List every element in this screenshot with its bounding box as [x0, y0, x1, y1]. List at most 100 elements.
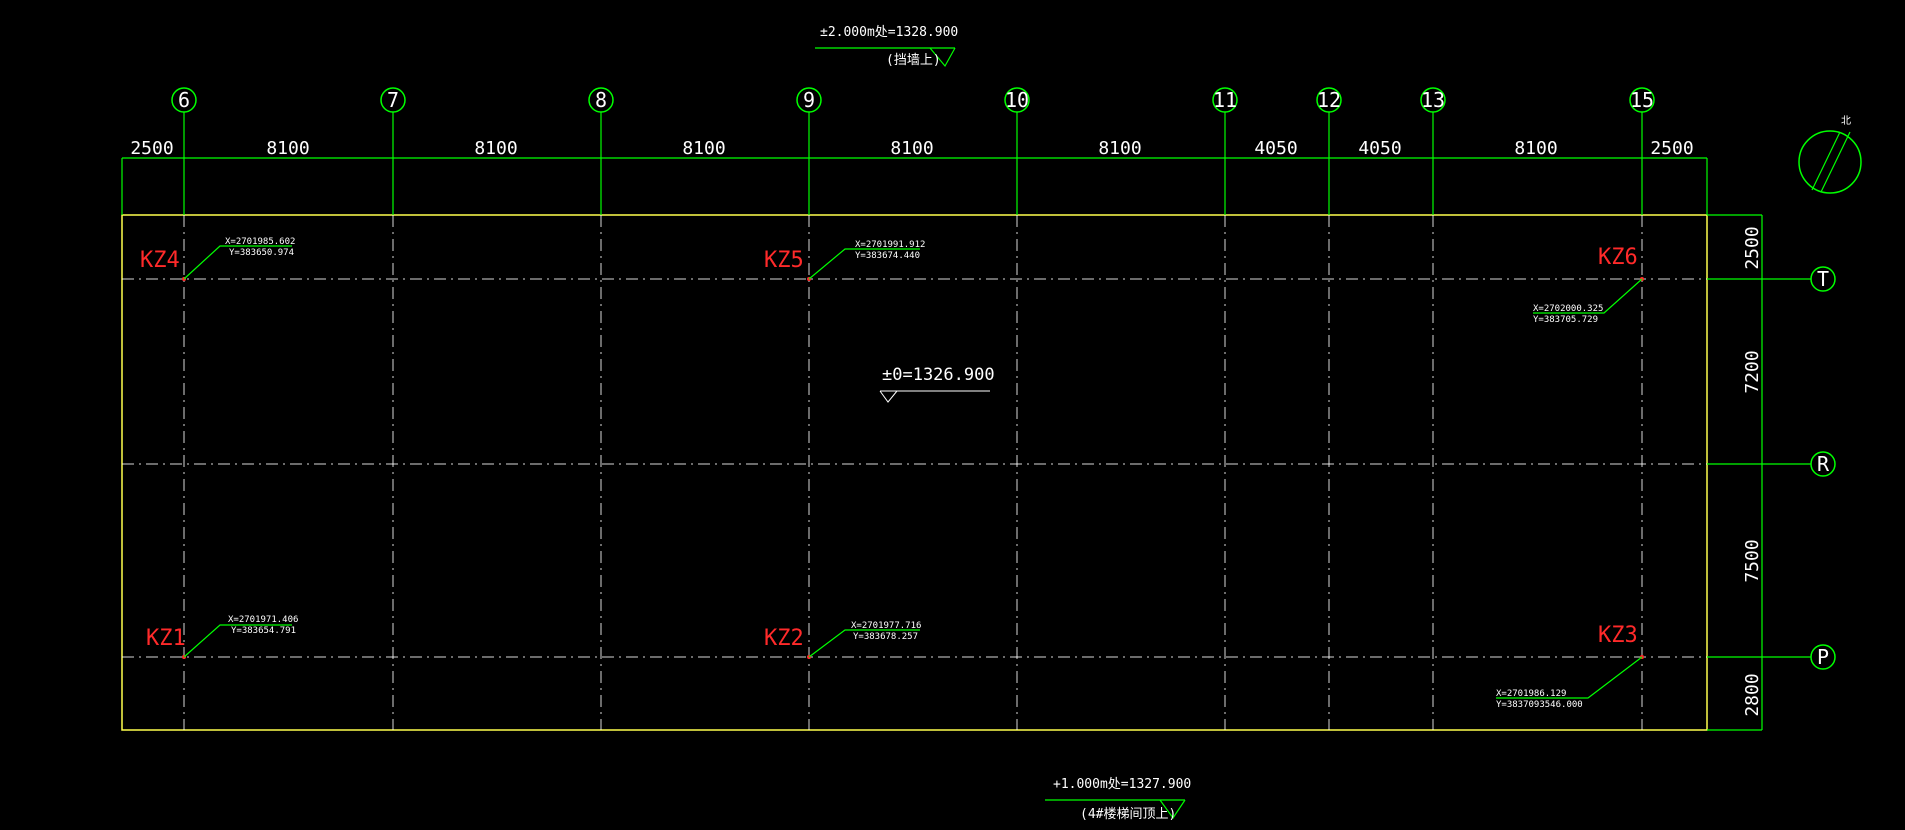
elevation-bottom-triangle-icon — [1159, 799, 1186, 820]
grid-bubble-label: 6 — [178, 88, 190, 112]
grid-bubble-label: 13 — [1421, 88, 1445, 112]
column-y-coord: Y=383674.440 — [855, 251, 920, 261]
column-label: KZ5 — [764, 248, 804, 273]
right-dimension-label: 7500 — [1742, 539, 1763, 582]
grid-bubble — [1629, 87, 1655, 113]
column-y-coord: Y=383678.257 — [853, 632, 918, 642]
column-leader — [808, 248, 920, 280]
top-dimension-label: 8100 — [1514, 138, 1557, 159]
column-leader — [1533, 278, 1643, 314]
grid-axis-12: 12 — [1316, 87, 1342, 730]
elevation-marker-center: ±0=1326.900 — [879, 365, 995, 403]
grid-axis-T: T — [122, 266, 1836, 292]
grid-axis-9: 9 — [796, 87, 822, 730]
north-arrow-pointer-icon — [1820, 131, 1851, 193]
grid-bubble — [588, 87, 614, 113]
grid-axis-13: 13 — [1420, 87, 1446, 730]
column-kz5: KZ5 X=2701991.912 Y=383674.440 — [764, 240, 925, 281]
grid-bubble-label: 8 — [595, 88, 607, 112]
right-dimension-label: 7200 — [1742, 350, 1763, 393]
grid-bubble — [380, 87, 406, 113]
top-dimension-label: 8100 — [682, 138, 725, 159]
grid-bubble — [1212, 87, 1238, 113]
right-dimension-label: 2800 — [1742, 673, 1763, 716]
elevation-center-text: ±0=1326.900 — [882, 365, 995, 385]
column-x-coord: X=2702000.325 — [1533, 304, 1603, 314]
grid-bubble-label: 7 — [387, 88, 399, 112]
grid-bubble-label: P — [1817, 645, 1829, 669]
grid-bubble-label: 12 — [1317, 88, 1341, 112]
grid-axis-P: P — [122, 644, 1836, 670]
grid-bubble — [1316, 87, 1342, 113]
grid-axis-11: 11 — [1212, 87, 1238, 730]
column-x-coord: X=2701977.716 — [851, 621, 921, 631]
building-outline — [121, 214, 1708, 731]
grid-bubble — [1810, 451, 1836, 477]
top-dimension-label: 8100 — [474, 138, 517, 159]
column-label: KZ6 — [1598, 245, 1638, 270]
grid-bubble-label: 15 — [1630, 88, 1654, 112]
elevation-bottom-note: (4#楼梯间顶上) — [1080, 807, 1176, 822]
column-leader — [808, 629, 920, 658]
elevation-top-triangle-icon — [929, 47, 956, 68]
column-x-coord: X=2701991.912 — [855, 240, 925, 250]
column-label: KZ3 — [1598, 623, 1638, 648]
column-label: KZ2 — [764, 626, 804, 651]
grid-bubble-label: 9 — [803, 88, 815, 112]
top-dimension-label: 8100 — [266, 138, 309, 159]
grid-bubble — [1810, 644, 1836, 670]
elevation-top-note: (挡墙上) — [886, 53, 941, 68]
grid-bubble — [796, 87, 822, 113]
elevation-marker-bottom: +1.000m处=1327.900 (4#楼梯间顶上) — [1045, 777, 1191, 822]
grid-bubble-label: R — [1817, 452, 1830, 476]
right-dimension-label: 2500 — [1742, 226, 1763, 269]
elevation-bottom-text: +1.000m处=1327.900 — [1053, 777, 1191, 792]
elevation-center-triangle-icon — [879, 390, 898, 403]
grid-axis-15: 15 — [1629, 87, 1655, 730]
grid-axis-7: 7 — [380, 87, 406, 730]
column-leader — [183, 624, 292, 658]
top-dimension-chain: 2500 8100 8100 8100 8100 8100 4050 4050 … — [121, 138, 1708, 215]
grid-bubble — [1004, 87, 1030, 113]
north-arrow-pointer-icon — [1811, 131, 1841, 191]
north-arrow: 北 — [1798, 115, 1862, 194]
column-x-coord: X=2701971.406 — [228, 615, 298, 625]
top-dimension-label: 2500 — [1650, 138, 1693, 159]
top-dimension-label: 8100 — [890, 138, 933, 159]
grid-bubble — [1420, 87, 1446, 113]
elevation-marker-top: ±2.000m处=1328.900 (挡墙上) — [815, 25, 958, 68]
column-kz3: KZ3 X=2701986.129 Y=3837093546.000 — [1496, 623, 1644, 710]
column-leader — [183, 245, 292, 280]
column-y-coord: Y=383650.974 — [229, 248, 294, 258]
column-kz6: KZ6 X=2702000.325 Y=383705.729 — [1533, 245, 1644, 325]
grid-bubble-label: 10 — [1005, 88, 1029, 112]
north-arrow-label: 北 — [1841, 115, 1851, 127]
grid-bubble-label: T — [1817, 267, 1829, 291]
grid-bubble-label: 11 — [1213, 88, 1237, 112]
column-label: KZ4 — [140, 248, 180, 273]
column-x-coord: X=2701985.602 — [225, 237, 295, 247]
grid-axis-8: 8 — [588, 87, 614, 730]
column-y-coord: Y=3837093546.000 — [1496, 700, 1583, 710]
grid-bubble — [1810, 266, 1836, 292]
top-dimension-label: 4050 — [1254, 138, 1297, 159]
grid-axis-6: 6 — [171, 87, 197, 730]
grid-axis-R: R — [122, 451, 1836, 477]
column-y-coord: Y=383654.791 — [231, 626, 296, 636]
top-dimension-label: 4050 — [1358, 138, 1401, 159]
right-dimension-chain: 2500 7200 7500 2800 — [1707, 214, 1763, 731]
elevation-top-text: ±2.000m处=1328.900 — [820, 25, 958, 40]
column-kz2: KZ2 X=2701977.716 Y=383678.257 — [764, 621, 921, 659]
column-leader — [1496, 656, 1643, 699]
north-arrow-circle — [1798, 130, 1862, 194]
column-kz1: KZ1 X=2701971.406 Y=383654.791 — [146, 615, 298, 659]
top-dimension-label: 2500 — [130, 138, 173, 159]
column-label: KZ1 — [146, 626, 186, 651]
grid-axis-10: 10 — [1004, 87, 1030, 730]
column-kz4: KZ4 X=2701985.602 Y=383650.974 — [140, 237, 295, 281]
grid-bubble — [171, 87, 197, 113]
column-y-coord: Y=383705.729 — [1533, 315, 1598, 325]
column-x-coord: X=2701986.129 — [1496, 689, 1566, 699]
top-dimension-label: 8100 — [1098, 138, 1141, 159]
